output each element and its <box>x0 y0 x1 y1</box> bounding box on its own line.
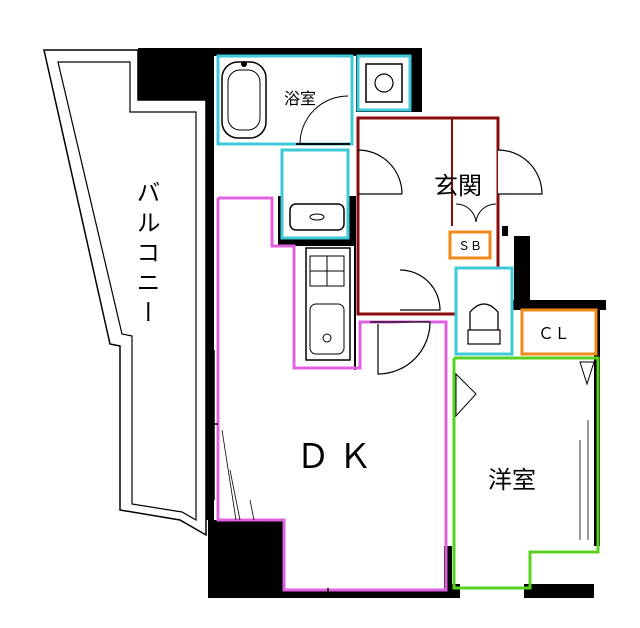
dk-label: ＤＫ <box>296 437 380 477</box>
closet-label: ＣＬ <box>538 324 570 343</box>
balcony-label-text: バルコニー <box>132 180 160 330</box>
western-room: 洋室 <box>452 356 600 590</box>
western-room-label: 洋室 <box>488 466 536 494</box>
shoe-box <box>448 230 492 260</box>
sink-icon <box>309 303 345 355</box>
washbasin-icon <box>289 203 345 231</box>
toilet-room <box>454 266 514 356</box>
dk-door-icon <box>370 321 431 375</box>
bathtub-icon <box>221 61 267 139</box>
balcony <box>43 49 207 537</box>
shoe-box-label: ＳＢ <box>458 239 482 253</box>
entrance-label: 玄関 <box>434 172 482 200</box>
dk-room: ＤＫ <box>206 196 448 598</box>
door-swing-icon <box>357 149 403 195</box>
balcony-label: バルコニー <box>132 180 160 330</box>
entrance: 玄関 ＳＢ <box>356 116 543 316</box>
front-door-icon <box>497 149 543 195</box>
bath-label: 浴室 <box>284 89 316 108</box>
kitchen <box>305 247 351 361</box>
closet: ＣＬ <box>520 308 598 356</box>
washroom <box>280 95 350 240</box>
washer-icon <box>365 63 403 103</box>
